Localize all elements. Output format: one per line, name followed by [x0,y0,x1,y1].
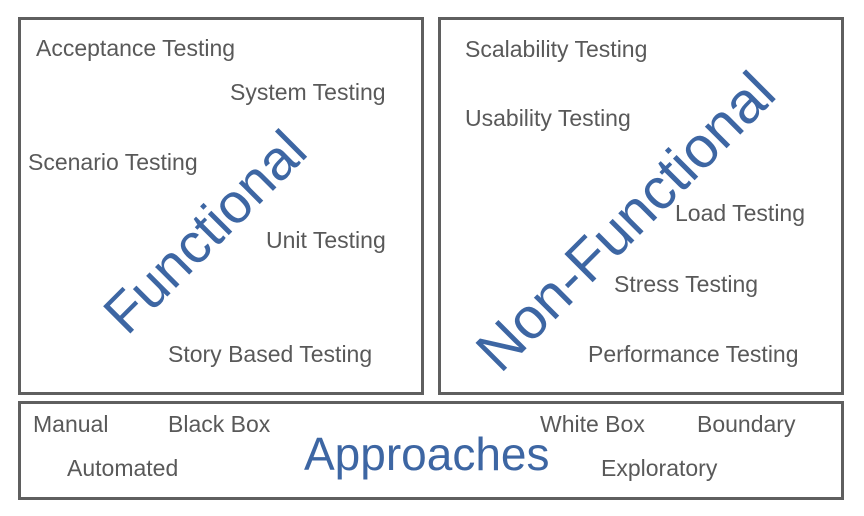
functional-panel [18,17,424,395]
non-functional-item-usability: Usability Testing [465,105,631,131]
approach-item-exploratory: Exploratory [601,455,718,481]
approach-item-black-box: Black Box [168,411,271,437]
approaches-title: Approaches [304,428,550,480]
non-functional-panel [438,17,844,395]
approach-item-white-box: White Box [540,411,645,437]
functional-item-acceptance: Acceptance Testing [36,35,236,61]
non-functional-item-load: Load Testing [675,200,806,226]
approach-item-manual: Manual [33,411,109,437]
functional-item-unit: Unit Testing [266,227,386,253]
approach-item-boundary: Boundary [697,411,796,437]
non-functional-item-performance: Performance Testing [588,341,799,367]
functional-item-story-based: Story Based Testing [168,341,373,367]
approach-item-automated: Automated [67,455,179,481]
functional-item-scenario: Scenario Testing [28,149,198,175]
non-functional-item-stress: Stress Testing [614,271,759,297]
non-functional-item-scalability: Scalability Testing [465,36,648,62]
approaches-panel [18,401,844,500]
functional-item-system: System Testing [230,79,386,105]
